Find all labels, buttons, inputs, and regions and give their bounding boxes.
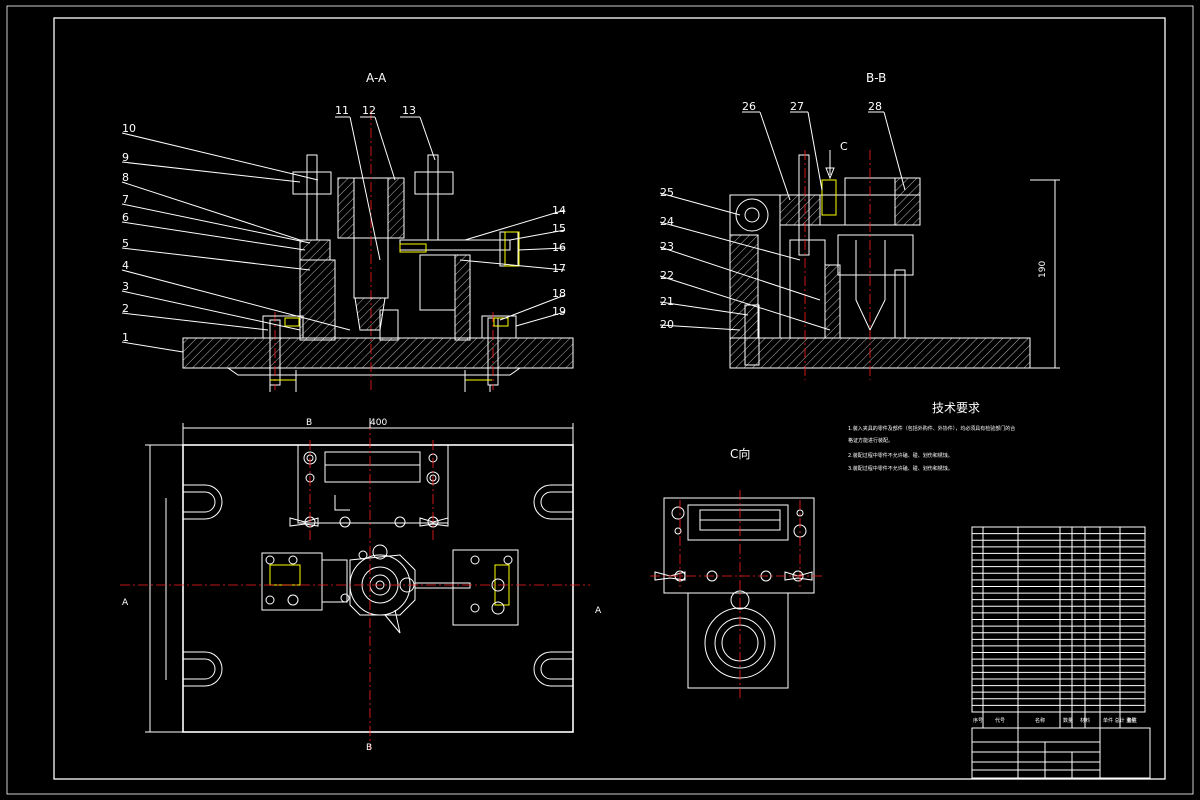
view-c-title: C向	[730, 446, 750, 461]
tech-req-line-1: 1.装入夹具的零件及部件（包括外购件、外协件），均必须具有检验部门的合	[848, 425, 1015, 432]
callout-label: 28	[868, 100, 882, 113]
section-mark-b-top: B	[306, 418, 312, 428]
callout-label: 27	[790, 100, 804, 113]
callout-label: 8	[122, 171, 129, 184]
tech-req-line-4: 3.装配过程中零件不允许磕、碰、划伤和锈蚀。	[848, 465, 953, 472]
section-mark-b-bottom: B	[366, 743, 372, 753]
parts-list-header: 序号 代号 名称 数量 材料 单件 总计 重量 备注	[972, 711, 1145, 729]
callout-label: 14	[552, 204, 566, 217]
title-block	[971, 727, 1151, 779]
callout-label: 11	[335, 104, 349, 117]
callout-label: 21	[660, 295, 674, 308]
tech-req-title: 技术要求	[932, 401, 980, 415]
header-cell: 数量	[1063, 717, 1073, 724]
callout-label: 10	[122, 122, 136, 135]
header-cell: 名称	[1035, 717, 1045, 724]
callout-label: 7	[122, 193, 129, 206]
width-dimension: 400	[370, 418, 387, 428]
tech-req-line-3: 2.装配过程中零件不允许磕、碰、划伤和锈蚀。	[848, 452, 953, 459]
callout-label: 6	[122, 211, 129, 224]
callout-label: 19	[552, 305, 566, 318]
callout-label: 5	[122, 237, 129, 250]
sheet-inner-border	[53, 17, 1166, 780]
header-cell: 单件 总计 重量	[1103, 717, 1136, 724]
callout-label: 17	[552, 262, 566, 275]
callouts-bb: 20 21 22 23 24 25 26 27 28	[660, 100, 882, 331]
callout-label: 13	[402, 104, 416, 117]
callout-label: 22	[660, 269, 674, 282]
section-bb-title: B-B	[866, 71, 886, 85]
callout-label: 1	[122, 331, 129, 344]
section-mark-a-right: A	[595, 606, 602, 616]
callout-label: 23	[660, 240, 674, 253]
callout-label: 24	[660, 215, 674, 228]
section-mark-a-left: A	[122, 598, 129, 608]
callout-label: 15	[552, 222, 566, 235]
view-c: C向	[650, 446, 825, 700]
sheet-outer-border	[6, 5, 1194, 795]
callout-label: 25	[660, 186, 674, 199]
height-dimension: 190	[1038, 261, 1048, 278]
callout-label: 12	[362, 104, 376, 117]
plan-view: 400	[120, 418, 602, 753]
header-cell: 材料	[1080, 717, 1090, 724]
callout-label: 20	[660, 318, 674, 331]
tech-req-line-2: 格证方能进行装配。	[848, 437, 893, 444]
parts-list	[971, 526, 1146, 728]
header-cell: 备注	[1127, 717, 1137, 724]
technical-requirements: 技术要求 1.装入夹具的零件及部件（包括外购件、外协件），均必须具有检验部门的合…	[848, 401, 1015, 472]
callouts-aa: 1 2 3 4 5 6 7 8 9 10 11 12 13 14 15 16 1…	[122, 104, 566, 344]
header-cell: 序号	[973, 717, 983, 724]
callout-label: 26	[742, 100, 756, 113]
section-bb-view: B-B 190 C	[659, 71, 1060, 380]
callout-label: 4	[122, 259, 129, 272]
section-aa-view: A-A	[121, 71, 574, 392]
callout-label: 16	[552, 241, 566, 254]
callout-label: 9	[122, 151, 129, 164]
callout-label: 3	[122, 280, 129, 293]
header-cell: 代号	[995, 717, 1005, 724]
callout-label: 18	[552, 287, 566, 300]
view-c-arrow-label: C	[840, 140, 848, 153]
section-aa-title: A-A	[366, 71, 387, 85]
callout-label: 2	[122, 302, 129, 315]
